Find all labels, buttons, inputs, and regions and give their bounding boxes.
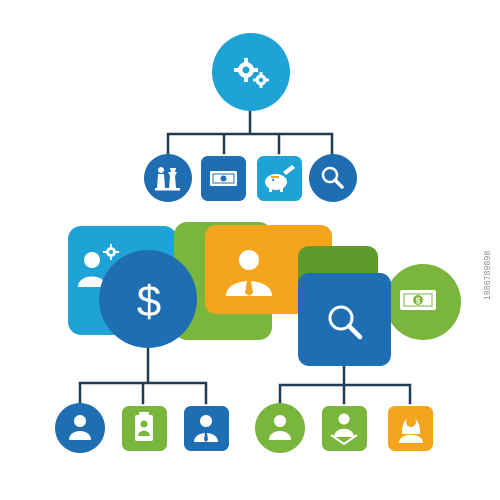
banknote-icon: $ bbox=[400, 290, 436, 310]
right-child-user bbox=[255, 403, 305, 453]
cash-dollar-glyph: $ bbox=[416, 297, 421, 306]
person-gear-icon bbox=[78, 244, 119, 287]
level1-node-savings bbox=[257, 156, 302, 201]
left-child-user bbox=[55, 403, 105, 453]
businessman-icon bbox=[226, 250, 272, 296]
right-child-woman bbox=[388, 406, 433, 451]
gears-icon bbox=[234, 58, 269, 88]
left-child-employee bbox=[184, 406, 229, 451]
root-node bbox=[212, 33, 290, 111]
cluster-node-cash: $ bbox=[385, 264, 461, 340]
level1-node-research bbox=[309, 154, 357, 202]
right-child-presenter bbox=[322, 406, 367, 451]
piggy-bank-icon bbox=[265, 165, 295, 192]
connector-lines bbox=[78, 103, 412, 405]
magnifier-icon bbox=[328, 305, 363, 340]
level1-node-finance bbox=[201, 156, 246, 201]
top-connector bbox=[166, 103, 334, 155]
dollar-icon: $ bbox=[137, 277, 161, 326]
cluster-node-money: $ bbox=[99, 250, 197, 348]
left-child-badge bbox=[122, 406, 167, 451]
woman-icon bbox=[399, 417, 423, 443]
user-icon bbox=[269, 415, 291, 440]
businessman-icon bbox=[194, 415, 218, 442]
level1-node-strategy bbox=[144, 154, 192, 202]
banknote-icon bbox=[210, 171, 237, 186]
right-connector bbox=[278, 363, 412, 405]
stock-id-watermark: 1886789898 bbox=[483, 250, 492, 301]
magnifier-icon bbox=[321, 166, 344, 189]
user-icon bbox=[69, 415, 91, 440]
left-connector bbox=[78, 343, 208, 405]
id-badge-icon bbox=[135, 412, 153, 441]
cluster-node-search bbox=[298, 273, 391, 366]
presenter-icon bbox=[330, 413, 358, 446]
chess-pieces-icon bbox=[155, 167, 180, 191]
